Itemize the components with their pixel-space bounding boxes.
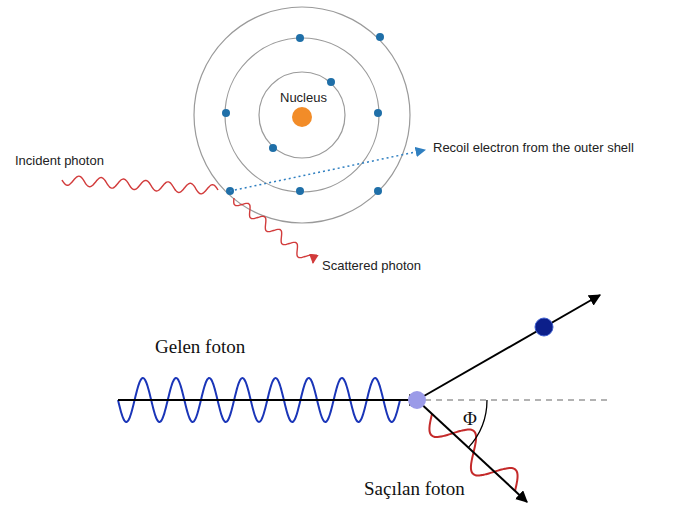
reference-line bbox=[425, 399, 612, 401]
nucleus-label: Nucleus bbox=[280, 91, 327, 106]
recoil-electron-label: Recoil electron from the outer shell bbox=[433, 141, 634, 156]
electron-dot bbox=[374, 109, 382, 117]
photon-waves bbox=[62, 176, 518, 491]
electron-dot bbox=[374, 187, 382, 195]
incident-axis bbox=[118, 399, 420, 401]
electron-dot bbox=[376, 33, 384, 41]
electrons bbox=[222, 33, 384, 195]
electron-dot bbox=[327, 78, 335, 86]
recoil-path bbox=[230, 150, 425, 191]
target-electron bbox=[408, 391, 426, 409]
middle-shell bbox=[225, 38, 379, 192]
scattering-sketch bbox=[118, 295, 612, 502]
electron-dot bbox=[269, 144, 277, 152]
scattered-photon-label: Scattered photon bbox=[322, 259, 421, 274]
scattered-photon-label: Saçılan foton bbox=[362, 478, 467, 500]
nucleus-dot bbox=[292, 107, 312, 127]
incident-photon-wave bbox=[62, 176, 218, 194]
outer-shell bbox=[194, 7, 410, 223]
recoil-electron bbox=[535, 318, 553, 336]
incident-photon-label: Incident photon bbox=[15, 154, 104, 169]
scattered-photon-wave bbox=[234, 198, 314, 263]
incident-photon-label: Gelen foton bbox=[155, 336, 245, 358]
atom-model bbox=[194, 7, 410, 223]
electron-dot bbox=[296, 187, 304, 195]
electron-dot bbox=[222, 109, 230, 117]
electron-direction bbox=[417, 295, 600, 400]
electron-dot bbox=[296, 34, 304, 42]
inner-shell bbox=[259, 72, 345, 158]
angle-symbol: Φ bbox=[463, 408, 477, 430]
